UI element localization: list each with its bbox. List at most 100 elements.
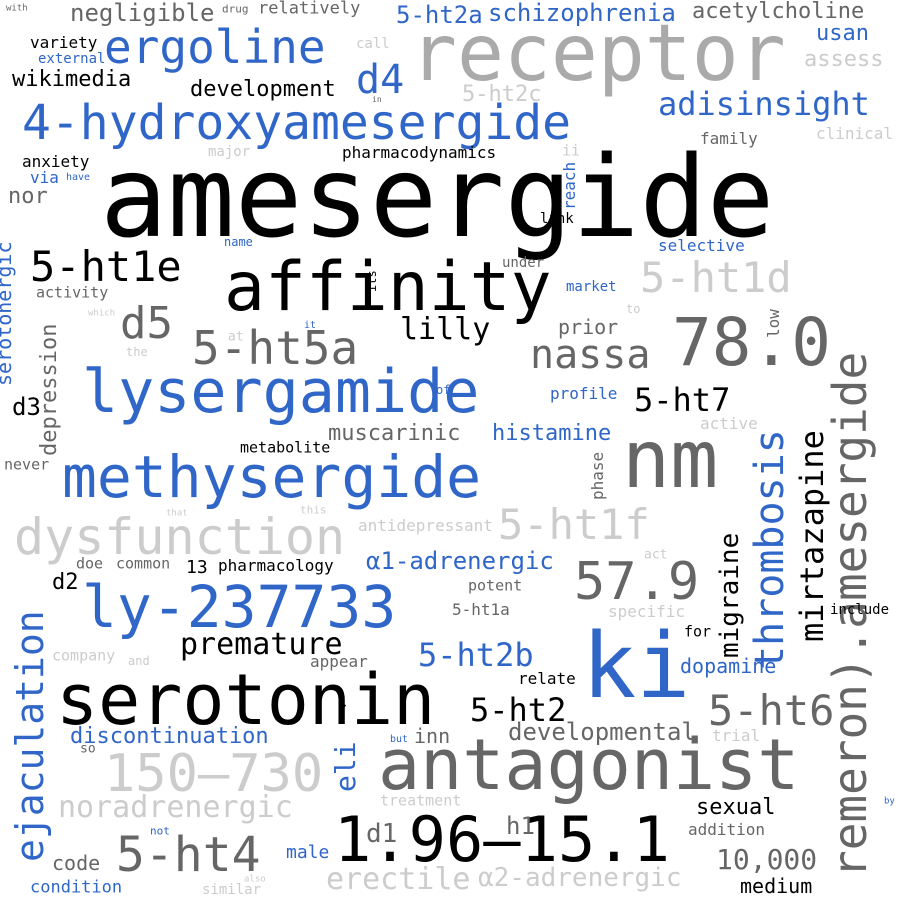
word-h1: h1 bbox=[506, 812, 535, 840]
word-noradrenergic: noradrenergic bbox=[58, 790, 293, 825]
word-condition: condition bbox=[30, 877, 123, 898]
word-gt: > bbox=[338, 698, 347, 714]
word-thrombosis: thrombosis bbox=[747, 429, 793, 670]
word-5-ht1d: 5-ht1d bbox=[640, 253, 792, 302]
word-code: code bbox=[52, 851, 101, 875]
word-dopamine: dopamine bbox=[680, 654, 777, 678]
word-a2-adrenergic: α2-adrenergic bbox=[478, 863, 682, 893]
word-to: to bbox=[626, 302, 641, 316]
word-ly-237733: ly-237733 bbox=[82, 573, 397, 641]
word-so: so bbox=[80, 741, 96, 757]
word-d4: d4 bbox=[356, 57, 405, 103]
word-schizophrenia: schizophrenia bbox=[488, 0, 676, 27]
word-10-000: 10,000 bbox=[716, 843, 818, 876]
word-link: link bbox=[540, 211, 574, 227]
word-male: male bbox=[286, 842, 330, 863]
word-via: via bbox=[30, 168, 59, 187]
word-doe: doe bbox=[76, 554, 104, 573]
word-under: under bbox=[502, 255, 545, 271]
word-histamine: histamine bbox=[492, 421, 612, 446]
word-its: its bbox=[365, 270, 379, 292]
word-nor: nor bbox=[8, 184, 48, 209]
word-that: that bbox=[166, 508, 188, 519]
word-appear: appear bbox=[310, 652, 368, 671]
word-medium: medium bbox=[740, 874, 813, 898]
word-assess: assess bbox=[804, 47, 884, 72]
word-nm: nm bbox=[622, 413, 719, 506]
word-methysergide: methysergide bbox=[62, 443, 482, 511]
word-at: at bbox=[228, 329, 244, 345]
word-with: with bbox=[6, 3, 28, 14]
word-relatively: relatively bbox=[258, 0, 361, 19]
word-ki: ki bbox=[582, 614, 691, 719]
word-in: in bbox=[372, 95, 382, 104]
word-serotonergic: serotonergic bbox=[0, 241, 16, 387]
word-metabolite: metabolite bbox=[240, 438, 331, 457]
word-call: call bbox=[356, 36, 390, 52]
word-negligible: negligible bbox=[70, 0, 215, 27]
word-amesergide: amesergide bbox=[100, 133, 775, 263]
word-developmental: developmental bbox=[508, 718, 696, 746]
word-usan: usan bbox=[816, 21, 869, 46]
word-name: name bbox=[224, 235, 253, 249]
word-a1-adrenergic: α1-adrenergic bbox=[366, 547, 554, 575]
word-development: development bbox=[190, 77, 336, 102]
word-wikimedia: wikimedia bbox=[12, 67, 132, 92]
word-by: by bbox=[884, 796, 895, 807]
word-serotonin: serotonin bbox=[56, 659, 436, 741]
word-erectile: erectile bbox=[326, 862, 471, 897]
word-discontinuation: discontinuation bbox=[70, 724, 269, 749]
word-lilly: lilly bbox=[400, 312, 491, 347]
word-acetylcholine: acetylcholine bbox=[692, 0, 865, 24]
word-which: which bbox=[88, 308, 116, 319]
word-potent: potent bbox=[468, 576, 523, 595]
word-nassa: nassa bbox=[530, 332, 651, 378]
word-pharmacodynamics: pharmacodynamics bbox=[342, 143, 497, 162]
word-for: for bbox=[684, 622, 712, 641]
word-not: not bbox=[150, 824, 170, 838]
word-reach: reach bbox=[560, 161, 579, 210]
word-it: it bbox=[304, 320, 317, 331]
word-4-hydroxyamesergide: 4-hydroxyamesergide bbox=[22, 95, 572, 151]
word-13: 13 bbox=[186, 557, 208, 578]
word-family: family bbox=[700, 129, 758, 148]
word-addition: addition bbox=[688, 820, 766, 839]
word-150-730: 150–730 bbox=[104, 744, 324, 804]
word-sexual: sexual bbox=[696, 795, 776, 820]
word-5-ht4: 5-ht4 bbox=[116, 827, 261, 883]
word-external: external bbox=[38, 51, 106, 67]
word-selective: selective bbox=[658, 236, 745, 255]
word-include: include bbox=[830, 602, 890, 618]
word-inn: inn bbox=[414, 724, 451, 748]
word-relate: relate bbox=[518, 669, 576, 688]
word-company: company bbox=[52, 646, 116, 665]
word-receptor: receptor bbox=[410, 9, 786, 99]
word-never: never bbox=[4, 455, 50, 474]
word-anxiety: anxiety bbox=[22, 152, 90, 171]
word-lysergamide: lysergamide bbox=[82, 357, 480, 427]
word-act: act bbox=[644, 547, 668, 563]
word-eli: eli bbox=[329, 741, 362, 792]
word-5-ht7: 5-ht7 bbox=[634, 381, 731, 419]
word-specific: specific bbox=[608, 602, 686, 621]
word-this: this bbox=[300, 503, 327, 517]
word-drug: drug bbox=[222, 2, 249, 16]
word-adisinsight: adisinsight bbox=[658, 85, 870, 123]
word-activity: activity bbox=[36, 283, 109, 302]
word-5-ht2a: 5-ht2a bbox=[396, 1, 483, 29]
word-market: market bbox=[566, 279, 617, 295]
word-muscarinic: muscarinic bbox=[328, 421, 461, 446]
word-d5: d5 bbox=[120, 298, 173, 349]
word-clinical: clinical bbox=[816, 124, 894, 143]
word-of: of bbox=[436, 383, 451, 397]
word-dysfunction: dysfunction bbox=[14, 508, 346, 566]
word-78-0: 78.0 bbox=[672, 304, 831, 381]
word-5-ht1a: 5-ht1a bbox=[452, 600, 510, 619]
word-also: also bbox=[244, 874, 266, 885]
word-premature: premature bbox=[180, 627, 343, 662]
word-5-ht2: 5-ht2 bbox=[470, 691, 567, 729]
word-d1: d1 bbox=[366, 819, 398, 849]
word-trial: trial bbox=[712, 726, 761, 745]
word-major: major bbox=[208, 144, 251, 160]
word-migraine: migraine bbox=[715, 532, 745, 658]
